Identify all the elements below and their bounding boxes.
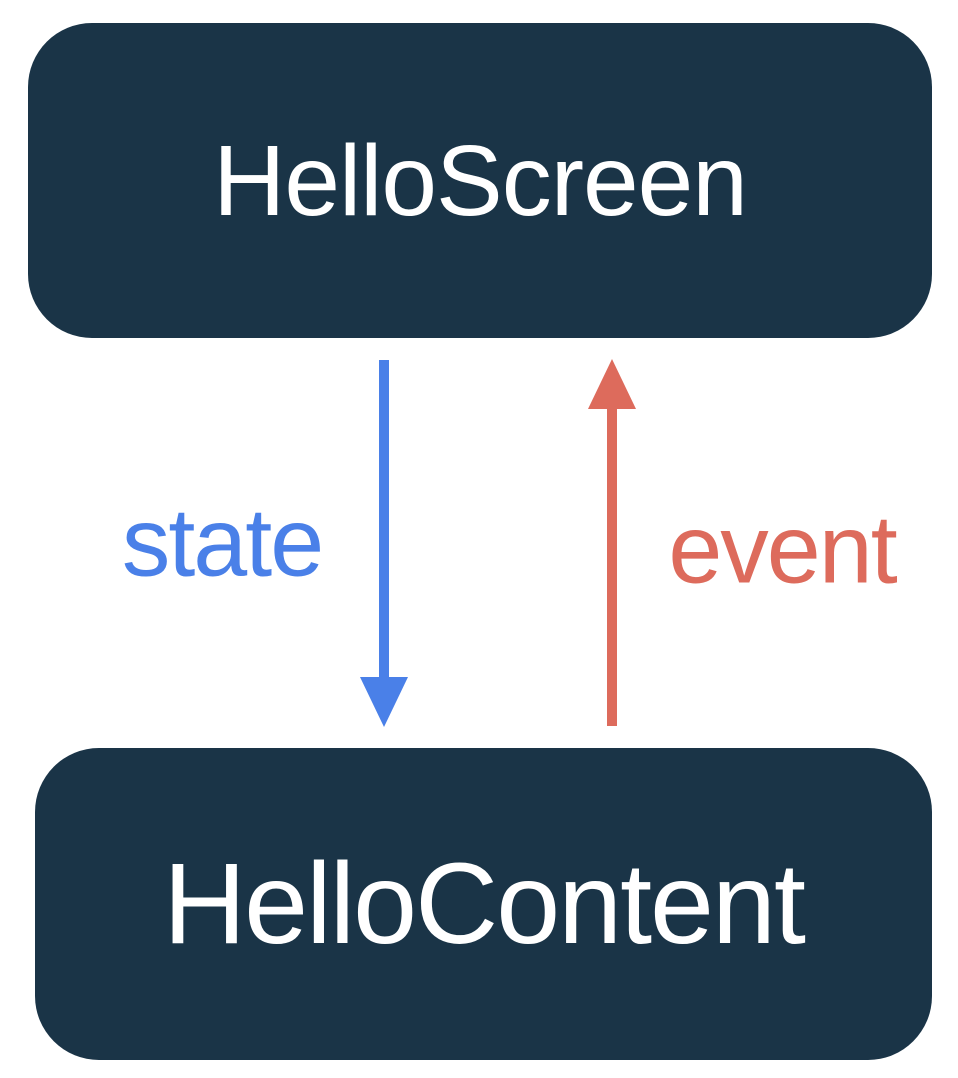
state-flow-label: state <box>121 487 324 597</box>
hello-content-node: HelloContent <box>35 748 932 1060</box>
event-flow-label: event <box>668 494 897 604</box>
hello-screen-node-label: HelloScreen <box>213 124 748 237</box>
event-arrow-head <box>588 359 636 409</box>
event-arrow-up <box>588 359 636 726</box>
hello-content-node-label: HelloContent <box>163 839 806 968</box>
state-arrow-down <box>360 360 408 727</box>
hello-screen-node: HelloScreen <box>28 23 932 338</box>
state-arrow-head <box>360 677 408 727</box>
